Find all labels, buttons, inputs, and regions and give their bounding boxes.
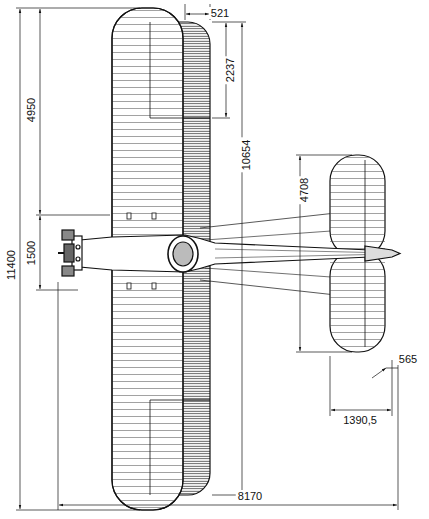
dimension-label: 1390,5: [341, 414, 379, 426]
dimension-label: 11400: [5, 248, 17, 282]
dimension-label: 4708: [298, 176, 310, 204]
dimension-label: 1500: [25, 239, 37, 267]
dimension-lines: [16, 4, 398, 510]
dimension-label: 8170: [236, 490, 264, 502]
airframe: [58, 8, 400, 510]
dimension-label: 10654: [240, 138, 252, 173]
dimension-label: 4950: [25, 96, 37, 124]
dimension-label: 565: [397, 353, 419, 365]
dimension-label: 2237: [224, 56, 236, 84]
dimension-label: 521: [209, 7, 231, 19]
